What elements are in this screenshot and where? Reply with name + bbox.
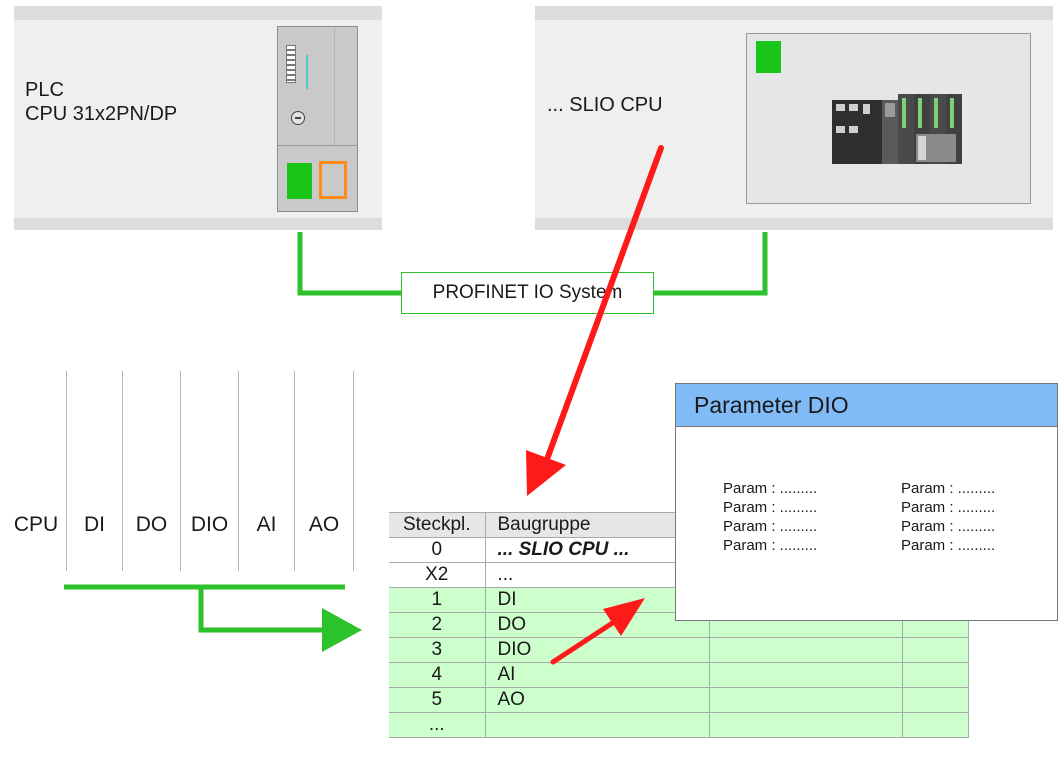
row-slot: 4 bbox=[389, 662, 486, 688]
row-slot: 2 bbox=[389, 612, 486, 638]
slot-label-cpu: CPU bbox=[13, 513, 59, 536]
table-row[interactable]: 5 AO bbox=[389, 687, 969, 713]
row-slot: ... bbox=[389, 712, 486, 738]
row-module bbox=[485, 712, 710, 738]
param-field[interactable]: Param : ......... bbox=[901, 480, 996, 497]
slot-label-di: DI bbox=[84, 513, 105, 536]
row-module: DI bbox=[485, 587, 710, 613]
slio-hardware-image bbox=[832, 94, 962, 164]
table-row[interactable]: 3 DIO bbox=[389, 637, 969, 663]
led-strip-icon bbox=[286, 45, 296, 83]
plc-rail-bottom bbox=[14, 218, 382, 230]
param-field[interactable]: Param : ......... bbox=[723, 537, 818, 554]
slot-label-dio: DIO bbox=[190, 513, 229, 536]
header-module: Baugruppe bbox=[485, 512, 710, 538]
slot-do: DO bbox=[122, 371, 180, 571]
slot-ai: AI bbox=[238, 371, 294, 571]
slio-rail-bottom bbox=[535, 218, 1053, 230]
plc-label: PLC CPU 31x2PN/DP bbox=[25, 78, 177, 126]
row-slot: X2 bbox=[389, 562, 486, 588]
row-module: AI bbox=[485, 662, 710, 688]
parameter-dialog[interactable]: Parameter DIO Param : ......... Param : … bbox=[675, 383, 1058, 621]
param-field[interactable]: Param : ......... bbox=[723, 480, 818, 497]
parameter-dialog-title: Parameter DIO bbox=[676, 384, 1057, 427]
ethernet-port-green bbox=[287, 163, 312, 199]
mode-switch-icon bbox=[291, 111, 305, 125]
arrow-dio-to-param-head bbox=[603, 598, 645, 636]
param-field[interactable]: Param : ......... bbox=[901, 518, 996, 535]
row-slot: 1 bbox=[389, 587, 486, 613]
row-slot: 5 bbox=[389, 687, 486, 713]
param-field[interactable]: Param : ......... bbox=[901, 499, 996, 516]
slot-ao: AO bbox=[294, 371, 354, 571]
param-field[interactable]: Param : ......... bbox=[723, 518, 818, 535]
plc-cpu-type: CPU 31x2PN/DP bbox=[25, 103, 178, 125]
slot-label-ai: AI bbox=[256, 513, 277, 536]
arrow-slio-to-table bbox=[543, 145, 664, 465]
table-row[interactable]: ... bbox=[389, 712, 969, 738]
arrow-dio-to-param bbox=[550, 619, 617, 665]
header-slot: Steckpl. bbox=[389, 512, 486, 538]
param-field[interactable]: Param : ......... bbox=[901, 537, 996, 554]
row-module: ... SLIO CPU ... bbox=[485, 537, 710, 563]
plc-title: PLC bbox=[25, 79, 64, 101]
param-field[interactable]: Param : ......... bbox=[723, 499, 818, 516]
plc-rail-top bbox=[14, 6, 382, 20]
table-row[interactable]: 4 AI bbox=[389, 662, 969, 688]
slot-label-ao: AO bbox=[308, 513, 340, 536]
row-module: DIO bbox=[485, 637, 710, 663]
slot-di: DI bbox=[66, 371, 122, 571]
slot-cpu: CPU bbox=[6, 371, 66, 571]
plc-module-image bbox=[277, 26, 358, 212]
row-module: AO bbox=[485, 687, 710, 713]
row-slot: 0 bbox=[389, 537, 486, 563]
arrow-slio-to-table-head bbox=[526, 450, 566, 496]
slot-dio: DIO bbox=[180, 371, 238, 571]
slio-status-square bbox=[756, 41, 781, 73]
slio-label: ... SLIO CPU bbox=[547, 94, 663, 116]
ethernet-port-orange bbox=[319, 161, 347, 199]
row-module: ... bbox=[485, 562, 710, 588]
slio-rail-top bbox=[535, 6, 1053, 20]
row-slot: 3 bbox=[389, 637, 486, 663]
slot-label-do: DO bbox=[135, 513, 168, 536]
parameter-list: Param : ......... Param : ......... Para… bbox=[723, 479, 1043, 555]
